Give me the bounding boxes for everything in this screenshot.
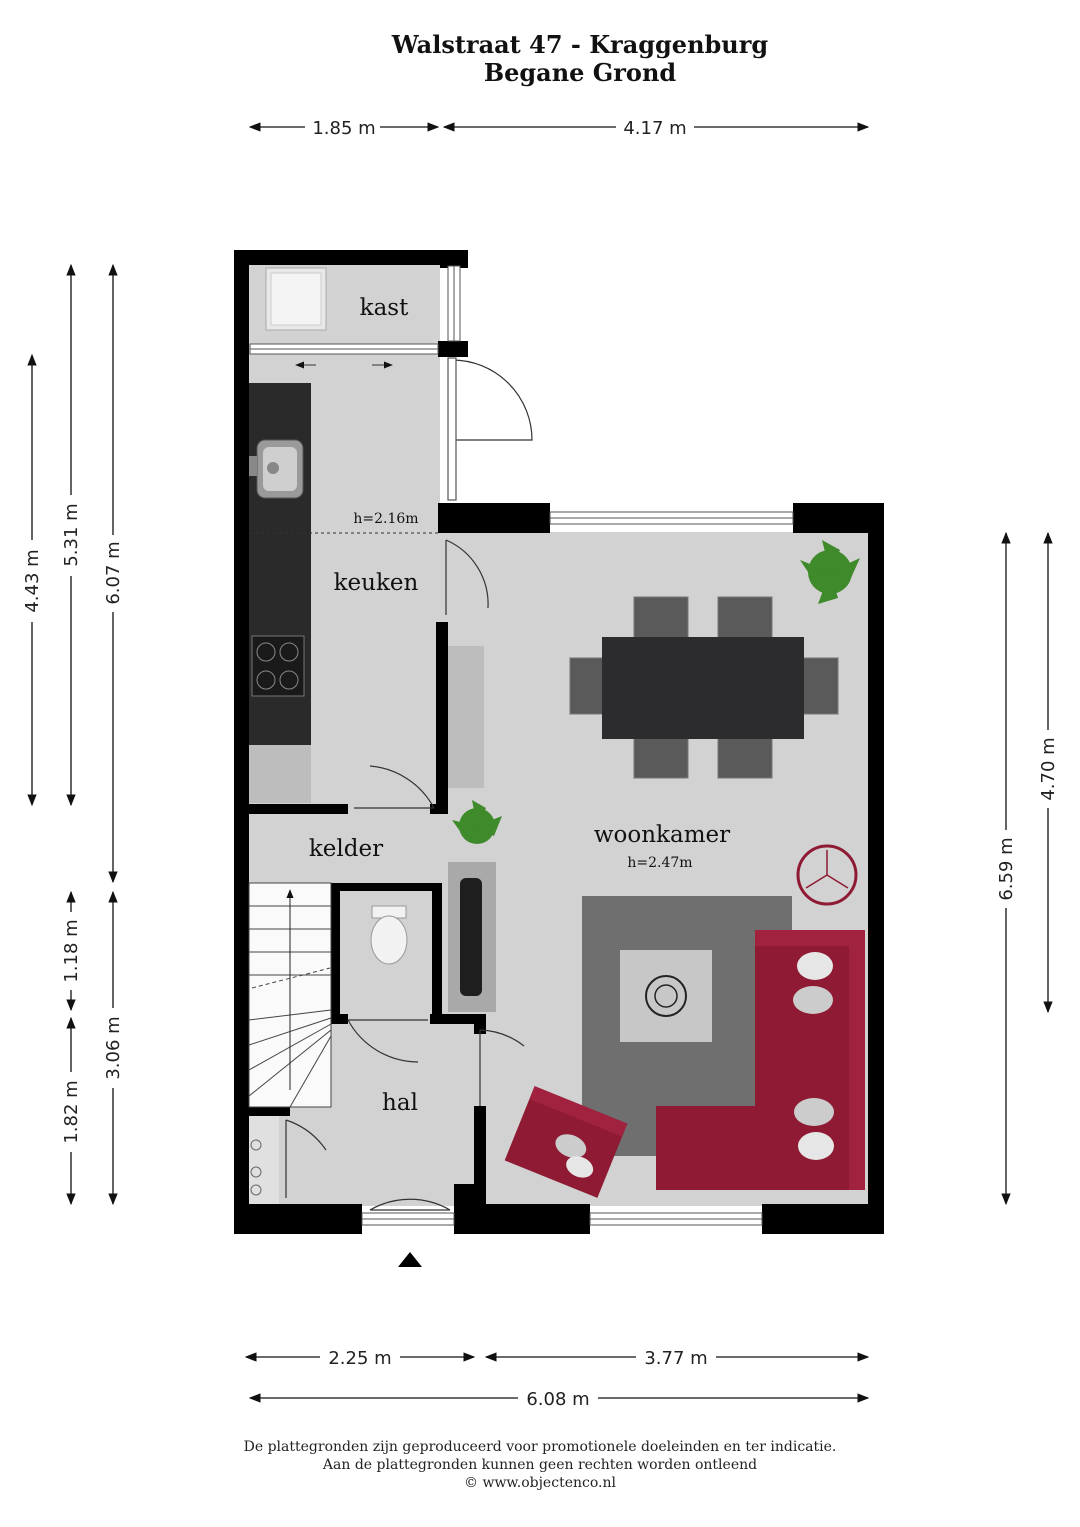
plan-subtitle: Begane Grond <box>483 58 677 87</box>
room-label-kast: kast <box>360 295 409 321</box>
back-door <box>451 359 533 441</box>
staircase <box>248 882 332 1108</box>
height-label-woonkamer: h=2.47m <box>627 855 692 871</box>
windows <box>249 265 794 1226</box>
tv-cabinet <box>448 646 496 1012</box>
dim-left-3-06: 3.06 m <box>103 1016 124 1079</box>
front-door <box>369 1198 451 1211</box>
dim-left-5-31: 5.31 m <box>61 503 82 566</box>
height-label-keuken: h=2.16m <box>353 511 418 527</box>
room-label-hal: hal <box>382 1090 418 1116</box>
walls <box>234 250 884 1234</box>
disclaimer-line-2: Aan de plattegronden kunnen geen rechten… <box>322 1457 758 1473</box>
room-label-woonkamer: woonkamer <box>594 822 730 848</box>
dim-right-6-59: 6.59 m <box>996 837 1017 900</box>
washing-machine <box>265 267 327 331</box>
dim-top-right: 4.17 m <box>623 118 686 139</box>
hal-door <box>479 1029 525 1106</box>
dimension-lines <box>27 122 1053 1403</box>
kelder-door <box>354 765 435 809</box>
dim-left-4-43: 4.43 m <box>22 549 43 612</box>
toilet-door <box>347 1019 428 1063</box>
toilet <box>342 893 430 1013</box>
dim-left-1-18: 1.18 m <box>61 919 82 982</box>
dim-right-4-70: 4.70 m <box>1038 737 1059 800</box>
kitchen-door <box>445 539 489 615</box>
dim-bottom-left: 2.25 m <box>328 1348 391 1369</box>
plant-center <box>452 800 502 844</box>
floor-lamp <box>796 844 858 906</box>
dim-bottom-total: 6.08 m <box>526 1389 589 1410</box>
kitchen-counter <box>249 383 311 803</box>
copyright-line: © www.objectenco.nl <box>464 1475 616 1491</box>
room-label-keuken: keuken <box>334 570 419 596</box>
armchair <box>504 1086 628 1198</box>
plant-top-right <box>800 540 860 604</box>
dim-left-1-82: 1.82 m <box>61 1080 82 1143</box>
dining-set <box>569 596 839 779</box>
dim-bottom-right: 3.77 m <box>644 1348 707 1369</box>
doors <box>285 357 533 1211</box>
corner-sofa <box>656 930 865 1190</box>
dim-left-6-07: 6.07 m <box>103 541 124 604</box>
room-label-kelder: kelder <box>309 836 383 862</box>
meter-cupboard <box>249 1116 279 1204</box>
disclaimer-line-1: De plattegronden zijn geproduceerd voor … <box>243 1439 837 1455</box>
dim-top-left: 1.85 m <box>312 118 375 139</box>
entrance-arrow-icon <box>398 1252 422 1267</box>
meter-door <box>285 1119 327 1198</box>
plan-title: Walstraat 47 - Kraggenburg <box>391 30 769 59</box>
